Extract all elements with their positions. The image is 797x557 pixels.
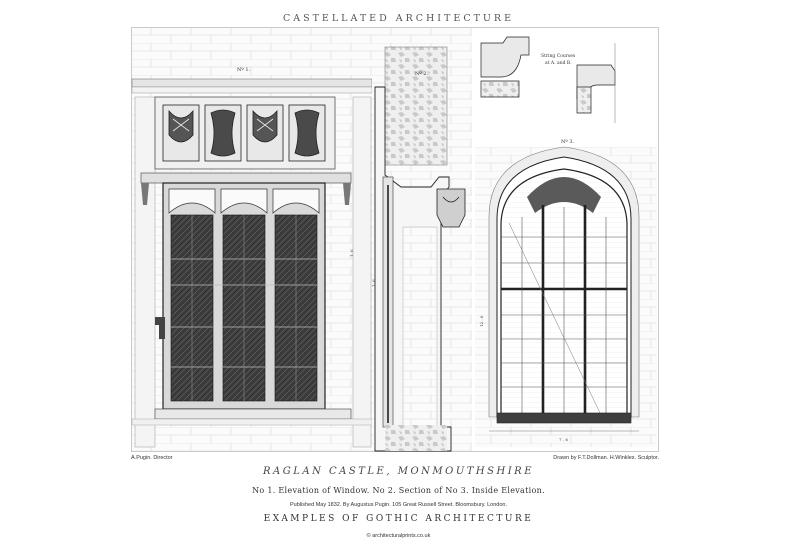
- fig2-section: Nº 2. 1. 6: [371, 28, 472, 452]
- tracery: [168, 188, 320, 214]
- svg-text:1. 6: 1. 6: [349, 249, 354, 257]
- director-caption: A.Pugin. Director: [131, 455, 173, 461]
- plate-title: RAGLAN CASTLE, MONMOUTHSHIRE: [262, 466, 534, 477]
- svg-text:at A. and B.: at A. and B.: [545, 60, 572, 66]
- heraldic-panels: [162, 104, 326, 162]
- window-lights: [170, 214, 318, 402]
- series-title: EXAMPLES OF GOTHIC ARCHITECTURE: [263, 514, 534, 524]
- publication-line: Published May 1832. By Augustus Pugin. 1…: [290, 502, 507, 508]
- fig3-label: Nº 3.: [561, 139, 574, 145]
- fig1-elevation: Nº 1. 1. 6: [131, 28, 373, 451]
- fig1-label: Nº 1.: [237, 67, 250, 73]
- fig3-inside-elevation: String Courses at A. and B. Nº 3. 7 . 6 …: [472, 28, 658, 451]
- string-courses-label: String Courses: [541, 53, 576, 59]
- svg-text:7 . 6: 7 . 6: [559, 437, 568, 442]
- plate-subtitle: No 1. Elevation of Window. No 2. Section…: [252, 486, 545, 495]
- fig2-label: Nº 2.: [415, 71, 428, 77]
- svg-text:1. 6: 1. 6: [371, 279, 376, 287]
- header-title: CASTELLATED ARCHITECTURE: [282, 13, 515, 24]
- svg-text:12 . 6: 12 . 6: [479, 315, 484, 327]
- engraving-plate: Nº 1. 1. 6 Nº 2. 1. 6 String Cours: [131, 27, 659, 452]
- string-course-profiles: [480, 36, 616, 123]
- engraver-caption: Drawn by F.T.Dollman. H.Winkles. Sculpto…: [553, 455, 659, 461]
- copyright-footer: © architecturalprints.co.uk: [366, 533, 431, 539]
